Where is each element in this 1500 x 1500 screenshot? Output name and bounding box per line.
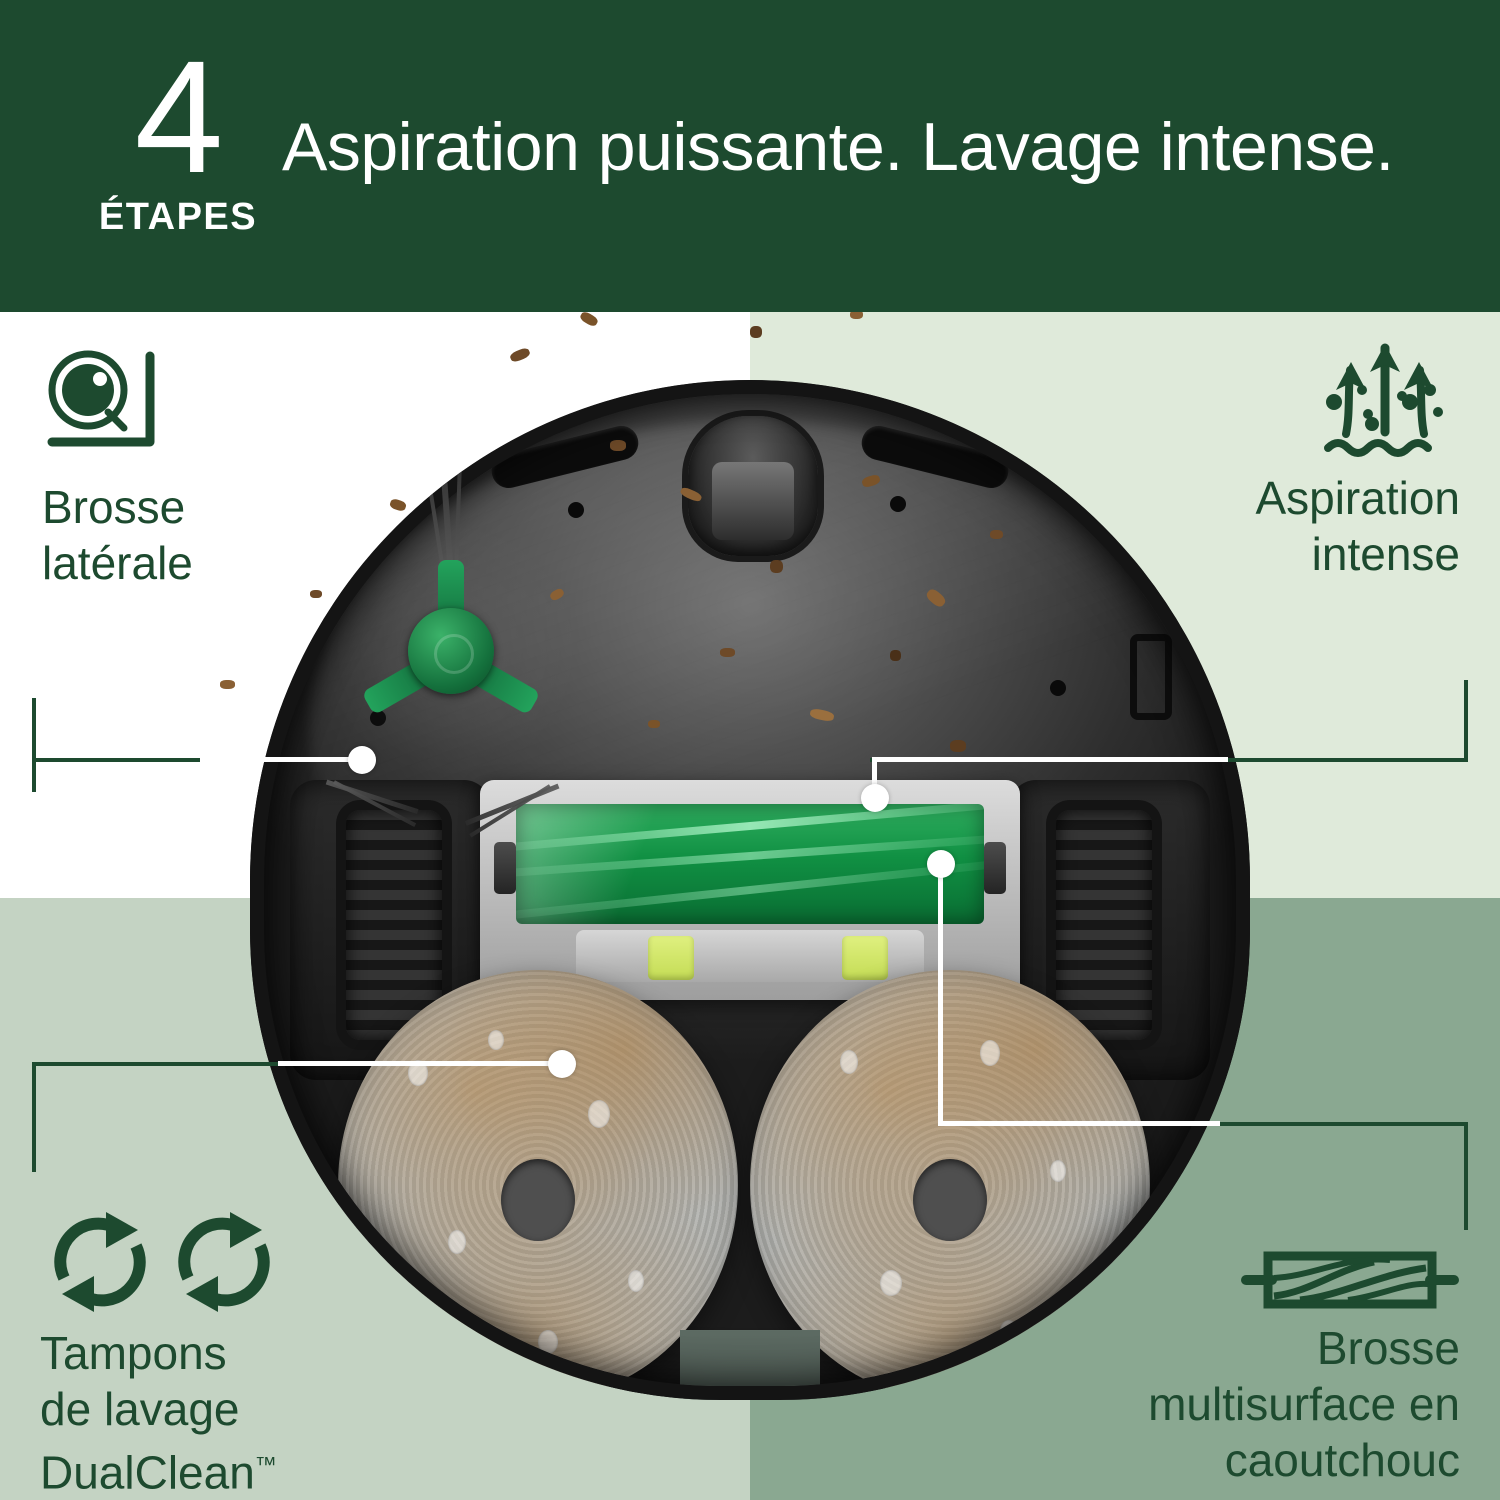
feature-rubber-brush: Brosse multisurface en caoutchouc <box>1040 1240 1460 1488</box>
feature-label-line1: Brosse <box>42 481 186 533</box>
trademark-symbol: ™ <box>254 1452 277 1477</box>
feature-label-line2: intense <box>1311 528 1460 580</box>
side-brush-hub <box>408 608 494 694</box>
callout-dot-suction <box>861 784 889 812</box>
callout-bracket-roller-vertical <box>1464 1122 1468 1230</box>
page-title: Aspiration puissante. Lavage intense. <box>282 109 1394 185</box>
callout-bracket-pads-vertical <box>32 1062 36 1172</box>
airborne-dirt <box>750 326 762 338</box>
step-label: ÉTAPES <box>98 196 258 238</box>
airborne-dirt <box>220 680 235 689</box>
feature-label-dualclean-pads: Tampons de lavage DualClean™ <box>40 1325 290 1500</box>
feature-label-brand: DualClean <box>40 1446 255 1499</box>
callout-dot-roller <box>927 850 955 878</box>
feature-side-brush: Brosse latérale <box>42 346 193 591</box>
callout-lead-suction-drop <box>872 757 877 799</box>
callout-lead-roller-riser <box>938 872 943 1124</box>
callout-dot-pads <box>548 1050 576 1078</box>
airborne-dirt <box>310 590 322 598</box>
callout-bracket-suction-vertical <box>1464 680 1468 762</box>
suction-arrows-icon <box>1040 340 1460 470</box>
step-badge: 4 ÉTAPES <box>78 27 278 239</box>
callout-lead-suction <box>872 757 1228 762</box>
callout-lead-roller <box>938 1121 1220 1126</box>
step-number: 4 <box>134 27 224 206</box>
callout-lead-pads <box>278 1061 572 1066</box>
feature-label-line2: multisurface en <box>1148 1378 1460 1430</box>
callout-dot-side-brush <box>348 746 376 774</box>
dual-rotating-pads-icon <box>40 1204 290 1325</box>
airborne-dirt <box>850 310 863 319</box>
header-banner: 4 ÉTAPES Aspiration puissante. Lavage in… <box>0 0 1500 312</box>
feature-label-side-brush: Brosse latérale <box>42 479 193 591</box>
feature-label-line1: Tampons <box>40 1327 227 1379</box>
roller-brush-icon <box>1040 1240 1460 1320</box>
feature-label-line1: Brosse <box>1316 1322 1460 1374</box>
feature-label-line2: de lavage <box>40 1383 240 1435</box>
product-image-robot-vacuum-underside <box>220 292 1250 1500</box>
feature-label-rubber-brush: Brosse multisurface en caoutchouc <box>1040 1320 1460 1488</box>
callout-lead-side-brush <box>200 757 372 762</box>
feature-label-line2: latérale <box>42 537 193 589</box>
feature-label-line3: DualClean™ <box>40 1437 290 1500</box>
feature-label-line1: Aspiration <box>1255 472 1460 524</box>
feature-label-line3: caoutchouc <box>1224 1434 1460 1486</box>
robot-body <box>250 380 1250 1400</box>
side-brush-corner-icon <box>42 346 193 479</box>
feature-label-suction: Aspiration intense <box>1040 470 1460 582</box>
callout-bracket-side-brush-vertical <box>32 698 36 792</box>
feature-suction: Aspiration intense <box>1040 340 1460 582</box>
feature-dualclean-pads: Tampons de lavage DualClean™ <box>40 1204 290 1500</box>
